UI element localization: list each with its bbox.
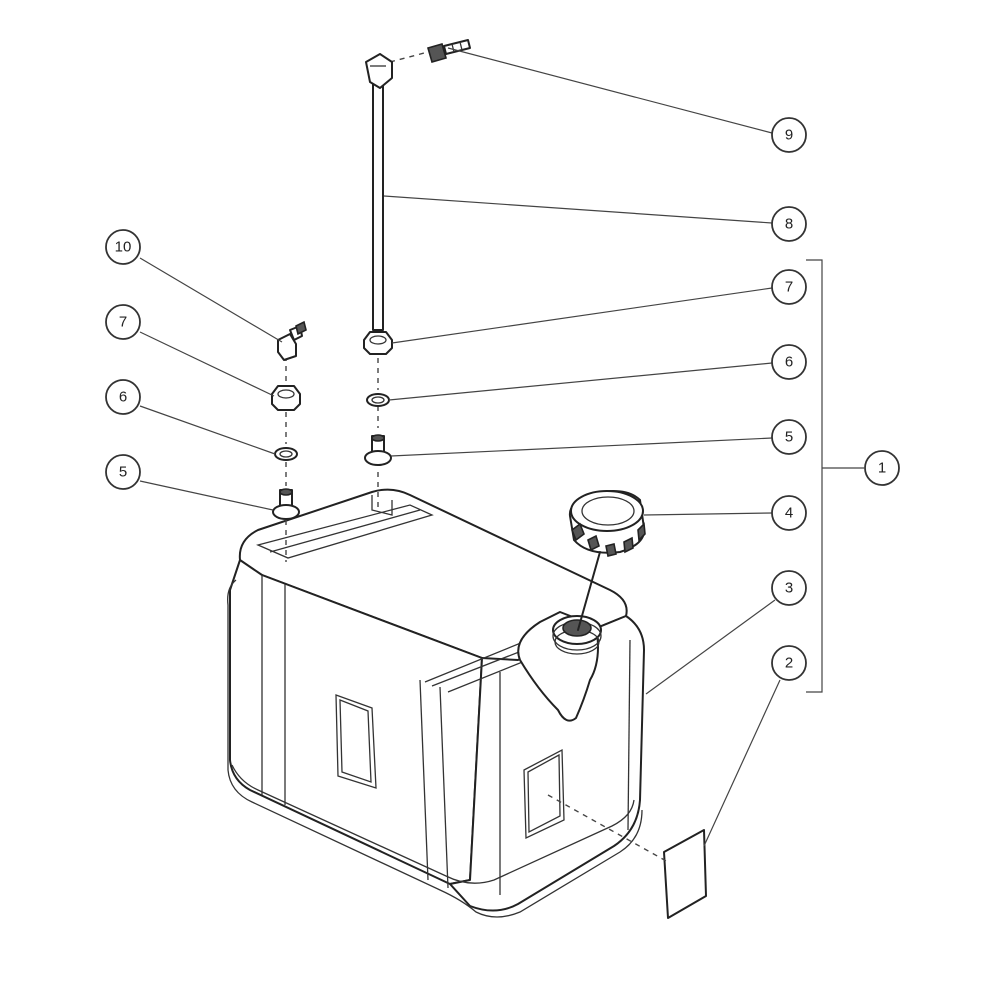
callout-4: 4: [771, 495, 807, 531]
svg-text:6: 6: [785, 354, 793, 371]
elbow-fitting: [277, 320, 307, 361]
bushing-left: [272, 488, 300, 520]
decal-assembly-line: [547, 794, 669, 863]
callout-6-right: 6: [771, 344, 807, 380]
callout-8: 8: [771, 206, 807, 242]
hex-nut-right: [363, 331, 393, 355]
svg-text:7: 7: [785, 279, 793, 296]
callout-1: 1: [864, 450, 900, 486]
svg-text:8: 8: [785, 216, 793, 233]
dip-tube: [365, 53, 393, 331]
svg-text:10: 10: [115, 239, 132, 256]
callout-3: 3: [771, 570, 807, 606]
top-fitting-dash: [389, 51, 429, 63]
washer-left: [274, 447, 298, 461]
callout-10: 10: [105, 229, 141, 265]
svg-text:3: 3: [785, 580, 793, 597]
svg-text:1: 1: [878, 460, 886, 477]
svg-text:5: 5: [785, 429, 793, 446]
tank-cap: [568, 490, 646, 557]
callout-5-left: 5: [105, 454, 141, 490]
svg-text:7: 7: [119, 314, 127, 331]
washer-right: [366, 393, 390, 407]
callout-7-left: 7: [105, 304, 141, 340]
leader-lines: [139, 47, 864, 847]
callout-7-right: 7: [771, 269, 807, 305]
decal-label: [663, 829, 707, 919]
svg-text:2: 2: [785, 655, 793, 672]
svg-text:5: 5: [119, 464, 127, 481]
svg-text:4: 4: [785, 505, 793, 522]
callout-6-left: 6: [105, 379, 141, 415]
callout-2: 2: [771, 645, 807, 681]
callout-5-right: 5: [771, 419, 807, 455]
cap-assembly-line: [577, 551, 601, 631]
svg-text:6: 6: [119, 389, 127, 406]
bushing-right: [364, 434, 392, 466]
callout-9: 9: [771, 117, 807, 153]
svg-text:9: 9: [785, 127, 793, 144]
tank-body: [227, 488, 645, 918]
hose-barb-fitting: [427, 39, 471, 63]
hex-nut-left: [271, 385, 301, 411]
